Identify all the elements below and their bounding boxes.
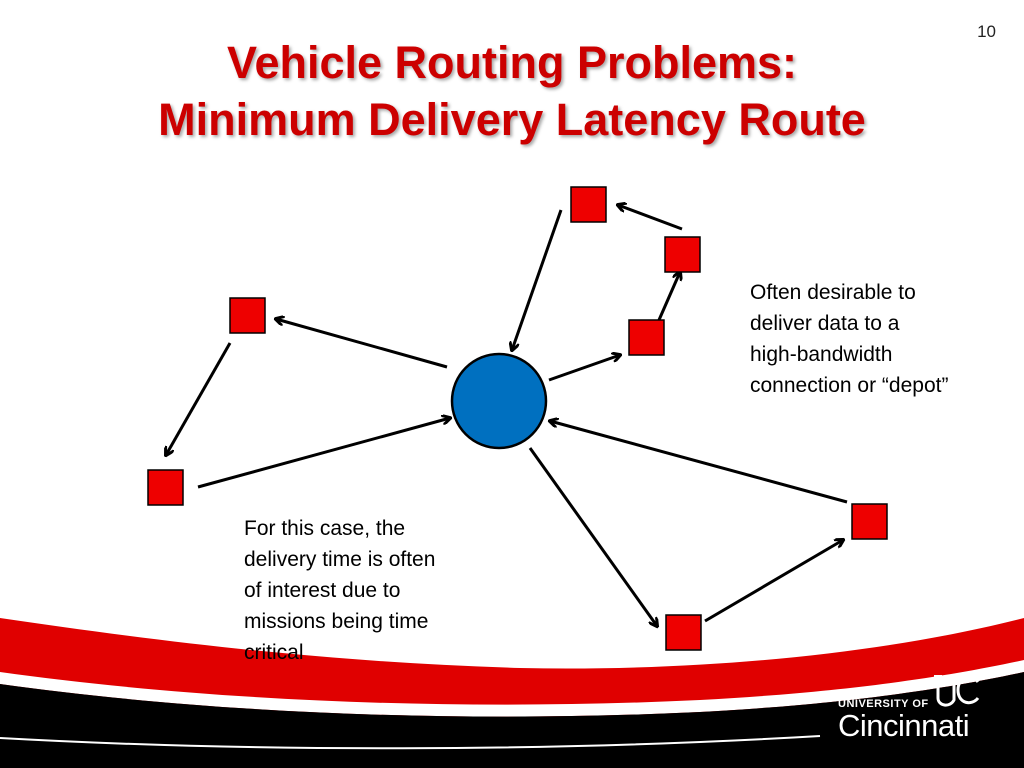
node-square-bottom bbox=[665, 614, 702, 651]
depot-note-line: Often desirable to bbox=[750, 281, 916, 304]
delivery-note-line: For this case, the bbox=[244, 517, 406, 540]
node-square-right bbox=[851, 503, 888, 540]
footer-white-stripe bbox=[0, 660, 1024, 717]
delivery-note-line: of interest due to bbox=[244, 579, 401, 602]
arrow-left-top-to-left-bottom bbox=[166, 342, 232, 455]
arrow-depot-to-left-top bbox=[276, 319, 448, 369]
arrow-left-bottom-to-depot bbox=[197, 418, 450, 489]
node-square-left-bottom bbox=[147, 469, 184, 506]
logo-big-text: Cincinnati bbox=[838, 708, 970, 743]
footer-white-line bbox=[0, 735, 821, 750]
university-logo: UNIVERSITY OF Cincinnati bbox=[838, 672, 1008, 752]
arrow-upper-right-to-top bbox=[618, 205, 683, 231]
footer-black-band bbox=[0, 672, 1024, 768]
node-square-left-top bbox=[229, 297, 266, 334]
depot-note: Often desirable to deliver data to a hig… bbox=[750, 277, 948, 401]
arrow-right-to-depot bbox=[550, 421, 848, 504]
title-line-1: Vehicle Routing Problems: bbox=[226, 37, 798, 88]
arrow-bottom-to-right bbox=[704, 540, 843, 623]
node-square-top bbox=[570, 186, 607, 223]
arrow-mid-right-to-upper-right bbox=[657, 272, 680, 321]
delivery-note-line: critical bbox=[244, 641, 304, 664]
delivery-note-line: missions being time bbox=[244, 610, 429, 633]
arrow-depot-to-mid-right bbox=[548, 355, 620, 382]
slide-title: Vehicle Routing Problems: Minimum Delive… bbox=[0, 34, 1024, 148]
logo-small-text: UNIVERSITY OF bbox=[838, 698, 929, 710]
uc-monogram-icon bbox=[934, 675, 980, 707]
depot-note-line: deliver data to a bbox=[750, 312, 900, 335]
node-square-upper-right bbox=[664, 236, 701, 273]
node-square-mid-right bbox=[628, 319, 665, 356]
arrow-depot-to-bottom bbox=[528, 447, 657, 626]
delivery-note-line: delivery time is often bbox=[244, 548, 436, 571]
delivery-note: For this case, the delivery time is ofte… bbox=[244, 513, 435, 668]
title-line-2: Minimum Delivery Latency Route bbox=[158, 94, 866, 145]
arrow-top-to-depot bbox=[512, 209, 563, 350]
depot-node bbox=[450, 352, 548, 450]
depot-note-line: high-bandwidth bbox=[750, 343, 893, 366]
slide-number: 10 bbox=[977, 22, 996, 41]
depot-note-line: connection or “depot” bbox=[750, 374, 949, 397]
